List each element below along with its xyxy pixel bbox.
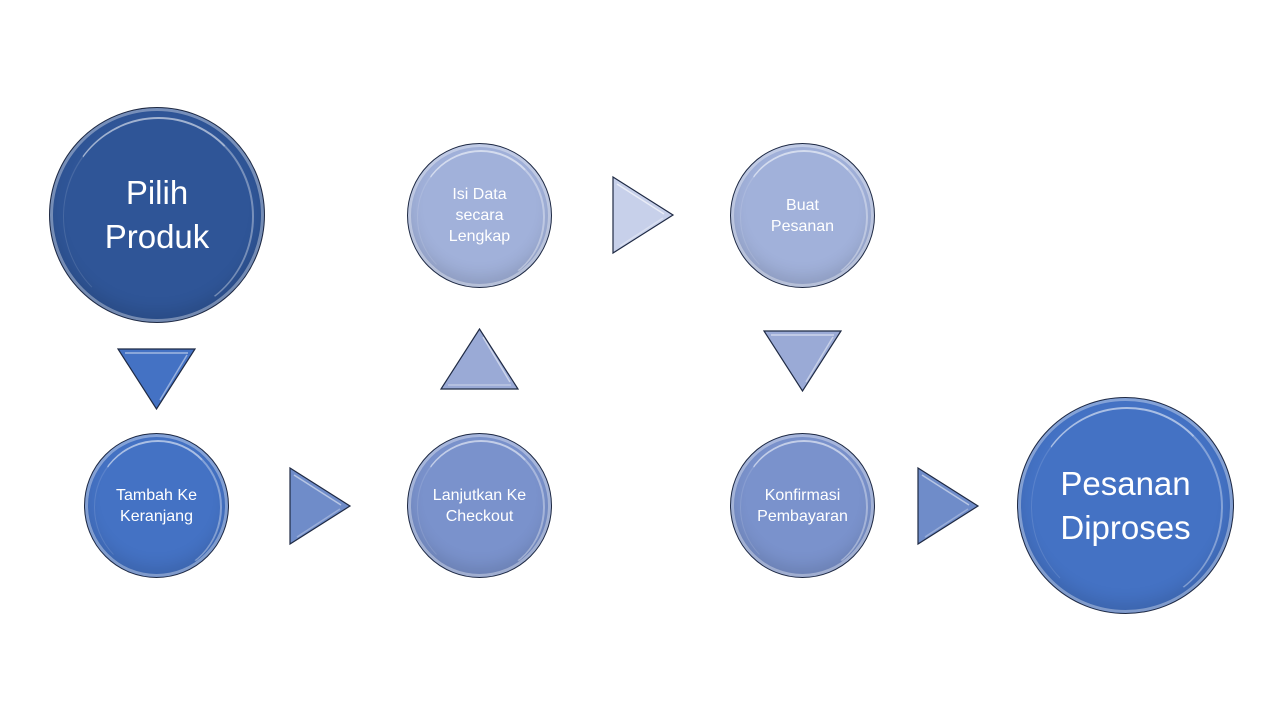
- node-label: Pilih Produk: [104, 174, 210, 255]
- node-lanjutkan-ke-checkout: Lanjutkan Ke Checkout: [407, 433, 552, 578]
- arrow-down-icon: [762, 330, 843, 393]
- node-isi-data-secara-lengkap: Isi Data secara Lengkap: [407, 143, 552, 288]
- arrow-right-icon: [612, 175, 675, 255]
- node-pilih-produk: Pilih Produk: [49, 107, 265, 323]
- arrow-right-icon: [917, 466, 980, 546]
- node-buat-pesanan: Buat Pesanan: [730, 143, 875, 288]
- node-tambah-ke-keranjang: Tambah Ke Keranjang: [84, 433, 229, 578]
- node-konfirmasi-pembayaran: Konfirmasi Pembayaran: [730, 433, 875, 578]
- node-label: Isi Data secara Lengkap: [448, 186, 511, 245]
- arrow-right-icon: [289, 466, 352, 546]
- arrow-down-icon: [116, 348, 197, 411]
- arrow-up-icon: [439, 327, 520, 390]
- node-label: Lanjutkan Ke Checkout: [432, 486, 527, 525]
- node-label: Tambah Ke Keranjang: [116, 486, 197, 525]
- node-pesanan-diproses: Pesanan Diproses: [1017, 397, 1234, 614]
- node-label: Konfirmasi Pembayaran: [757, 486, 848, 525]
- node-label: Pesanan Diproses: [1060, 464, 1191, 546]
- node-label: Buat Pesanan: [770, 196, 835, 235]
